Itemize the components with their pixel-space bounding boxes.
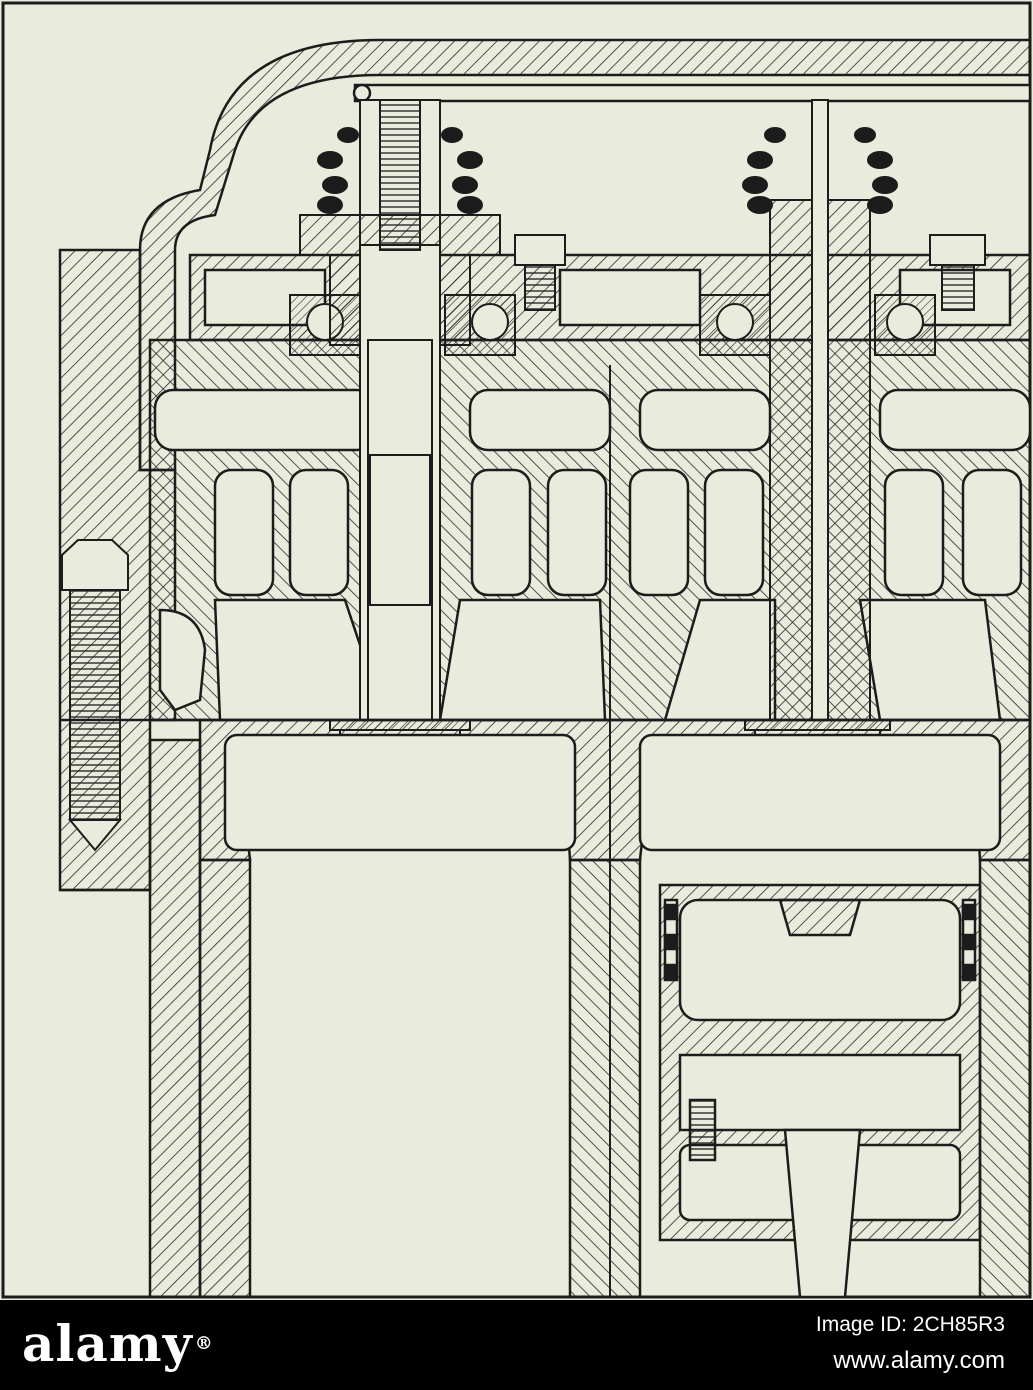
hex-bolt-right	[929, 234, 986, 266]
ball-bearing-right	[716, 303, 754, 341]
wrist-pin	[678, 1053, 962, 1132]
cylinder-block	[60, 718, 1032, 1299]
stud-bolt	[61, 539, 129, 852]
piston	[658, 883, 982, 1299]
image-id-label: Image ID: 2CH85R3	[815, 1313, 1005, 1336]
left-valve-assembly	[289, 99, 566, 747]
trademark-mark: ®	[194, 1333, 214, 1354]
site-url[interactable]: www.alamy.com	[833, 1347, 1005, 1374]
watermark-banner: alamy® Image ID: 2CH85R3 www.alamy.com	[0, 1300, 1033, 1390]
technical-drawing	[0, 0, 1033, 1300]
cylinder-wall-left	[198, 858, 252, 1299]
push-rod-guide	[353, 83, 1032, 103]
stud-nut	[61, 539, 129, 591]
valve-spring-right	[742, 127, 898, 214]
cylinder-wall-right	[978, 858, 1032, 1299]
combustion-chamber-right	[638, 733, 1002, 852]
piston-ring	[663, 903, 679, 921]
alamy-logo[interactable]: alamy®	[22, 1316, 214, 1372]
connecting-rod	[783, 1128, 862, 1299]
logo-text: alamy	[22, 1314, 193, 1373]
combustion-chamber-left	[223, 733, 577, 852]
valve-spring-left	[317, 127, 483, 214]
hex-bolt-left	[514, 234, 566, 266]
water-passage	[153, 388, 377, 452]
